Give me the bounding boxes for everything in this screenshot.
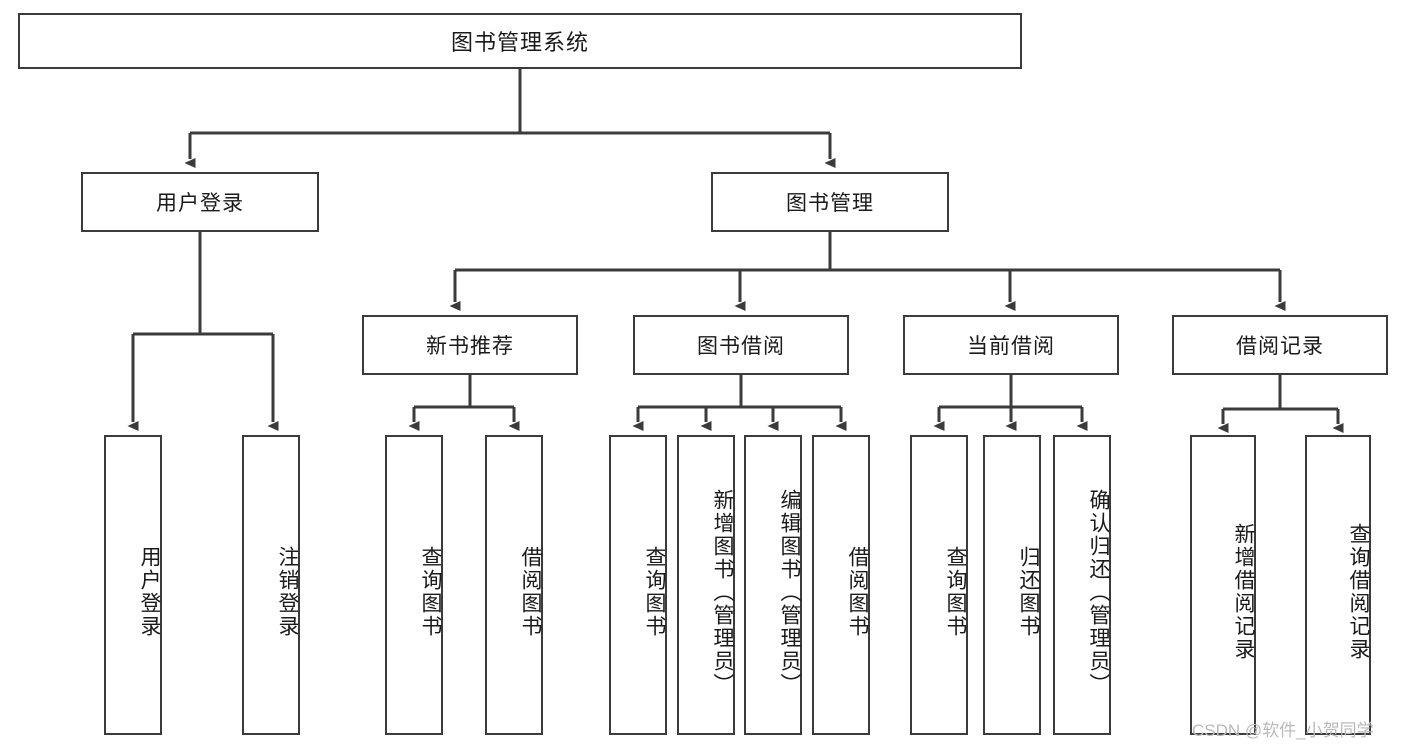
node-leaf-user-login-label: 用户登录: [138, 546, 161, 638]
node-leaf-edit-book[interactable]: 编辑图书（管理员）: [744, 435, 802, 735]
node-new-book-rec-label: 新书推荐: [426, 335, 514, 358]
node-leaf-confirm-return-label: 确认归还（管理员）: [1087, 488, 1110, 696]
node-borrow-record[interactable]: 借阅记录: [1172, 315, 1388, 375]
node-leaf-borrow-book-2-label: 借阅图书: [846, 546, 869, 638]
node-leaf-add-record-label: 新增借阅记录: [1232, 523, 1255, 661]
node-book-manage[interactable]: 图书管理: [711, 172, 949, 232]
csdn-watermark: CSDN @软件_小贺同学: [1192, 721, 1374, 740]
node-leaf-query-book-3[interactable]: 查询图书: [910, 435, 968, 735]
node-new-book-rec[interactable]: 新书推荐: [362, 315, 578, 375]
node-leaf-add-book-label: 新增图书（管理员）: [711, 488, 734, 696]
node-user-login-label: 用户登录: [156, 192, 244, 215]
node-leaf-confirm-return[interactable]: 确认归还（管理员）: [1053, 435, 1111, 735]
node-leaf-return-book[interactable]: 归还图书: [983, 435, 1041, 735]
node-leaf-query-book-1[interactable]: 查询图书: [385, 435, 443, 735]
node-leaf-query-record[interactable]: 查询借阅记录: [1305, 435, 1371, 735]
node-book-borrow-label: 图书借阅: [697, 335, 785, 358]
node-leaf-logout-label: 注销登录: [276, 546, 299, 638]
node-leaf-borrow-book-2[interactable]: 借阅图书: [812, 435, 870, 735]
node-leaf-logout[interactable]: 注销登录: [242, 435, 300, 735]
node-leaf-query-book-2[interactable]: 查询图书: [609, 435, 667, 735]
node-leaf-query-book-3-label: 查询图书: [944, 546, 967, 638]
node-leaf-user-login[interactable]: 用户登录: [104, 435, 162, 735]
node-borrow-record-label: 借阅记录: [1236, 335, 1324, 358]
node-leaf-borrow-book-1-label: 借阅图书: [519, 546, 542, 638]
node-current-borrow-label: 当前借阅: [967, 335, 1055, 358]
node-leaf-add-record[interactable]: 新增借阅记录: [1190, 435, 1256, 735]
node-book-manage-label: 图书管理: [786, 192, 874, 215]
node-root-label: 图书管理系统: [450, 30, 589, 55]
node-leaf-query-record-label: 查询借阅记录: [1347, 523, 1370, 661]
node-book-borrow[interactable]: 图书借阅: [633, 315, 849, 375]
node-leaf-return-book-label: 归还图书: [1017, 546, 1040, 638]
node-leaf-edit-book-label: 编辑图书（管理员）: [778, 488, 801, 696]
node-leaf-add-book[interactable]: 新增图书（管理员）: [677, 435, 735, 735]
node-leaf-query-book-1-label: 查询图书: [419, 546, 442, 638]
node-leaf-borrow-book-1[interactable]: 借阅图书: [485, 435, 543, 735]
node-root[interactable]: 图书管理系统: [18, 13, 1022, 69]
node-current-borrow[interactable]: 当前借阅: [903, 315, 1119, 375]
node-user-login[interactable]: 用户登录: [81, 172, 319, 232]
node-leaf-query-book-2-label: 查询图书: [643, 546, 666, 638]
